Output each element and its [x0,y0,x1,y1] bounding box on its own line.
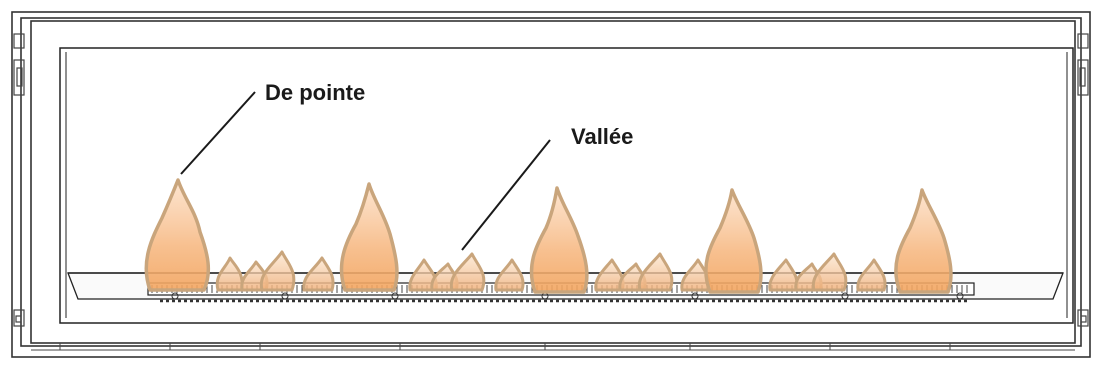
flame-icon [704,188,763,294]
flame-icon [529,186,589,294]
valley-label: Vallée [571,124,634,149]
flame-icon [339,182,399,292]
leader-lines [180,91,551,251]
flame-icon [144,178,211,292]
flame-icon [894,188,953,294]
flame-icon [811,252,848,292]
peak-leader-line [180,91,256,175]
large-flames [144,178,953,294]
valley-leader-line [461,139,551,251]
flame-icon [302,256,335,292]
right-side-brackets [1077,33,1089,327]
flame-icon [215,256,244,292]
flame-icon [768,258,799,292]
flame-icon [494,258,525,292]
flame-icon [856,258,887,292]
flame-icon [449,252,486,292]
viewing-window [59,47,1074,324]
outer-frame [11,11,1091,358]
small-flames [215,250,887,292]
flame-icon [259,250,296,292]
peak-label: De pointe [265,80,366,105]
left-side-brackets [13,33,25,327]
flame-icon [637,252,674,292]
bottom-trim [31,343,1075,351]
